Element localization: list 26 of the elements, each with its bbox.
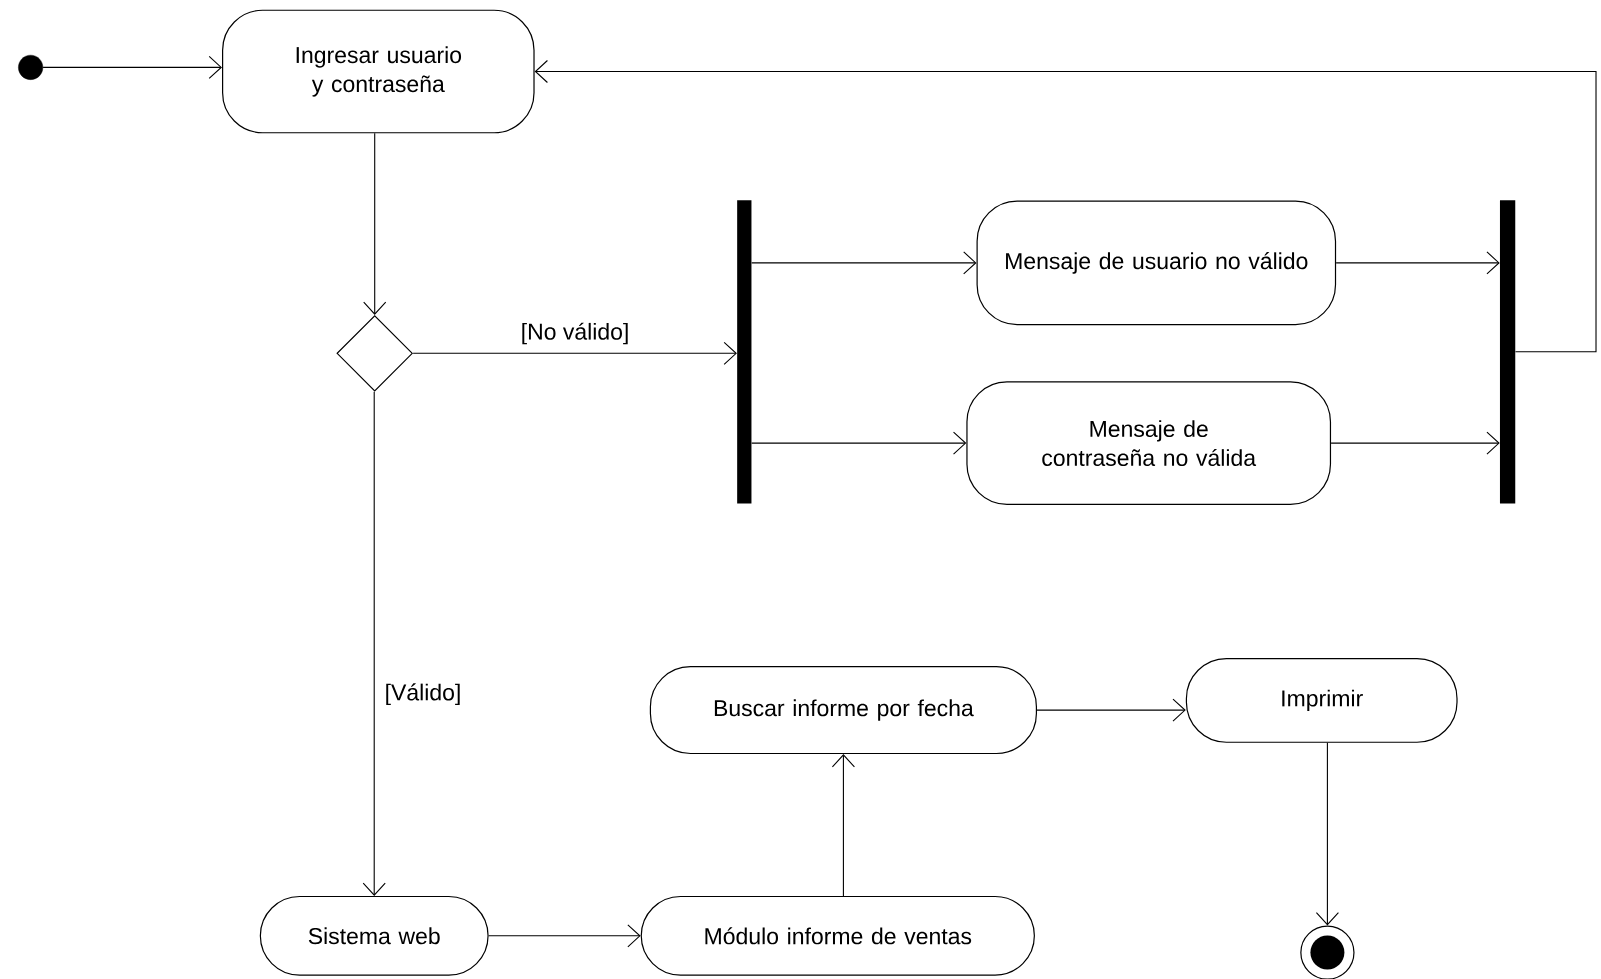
action-box: Ingresar usuario y contraseña: [222, 9, 535, 134]
edge-label: [Válido]: [386, 683, 460, 706]
arrow: [42, 55, 222, 79]
arrow: [1315, 742, 1339, 926]
arrow: [488, 924, 641, 948]
arrow: [751, 251, 977, 275]
action-box: Sistema web: [259, 895, 489, 976]
arrow: [412, 341, 737, 365]
arrow: [751, 431, 967, 455]
arrow: [831, 754, 855, 897]
action-box: Imprimir: [1185, 657, 1458, 743]
edge-label: [No válido]: [522, 322, 628, 345]
arrow: [1330, 431, 1500, 455]
arrow: [1036, 698, 1186, 722]
action-box: Mensaje de usuario no válido: [976, 200, 1337, 326]
action-box: Buscar informe por fecha: [649, 666, 1037, 755]
arrow: [363, 132, 387, 315]
start-node: [18, 54, 44, 80]
arrow: [534, 59, 1597, 353]
end-node: [1300, 925, 1355, 979]
fork-bar: [737, 200, 752, 504]
action-box: Mensaje de contraseña no válida: [966, 381, 1332, 505]
fork-bar: [1499, 200, 1516, 504]
action-box: Módulo informe de ventas: [640, 895, 1035, 976]
arrow: [1335, 251, 1500, 275]
arrow: [362, 391, 386, 896]
